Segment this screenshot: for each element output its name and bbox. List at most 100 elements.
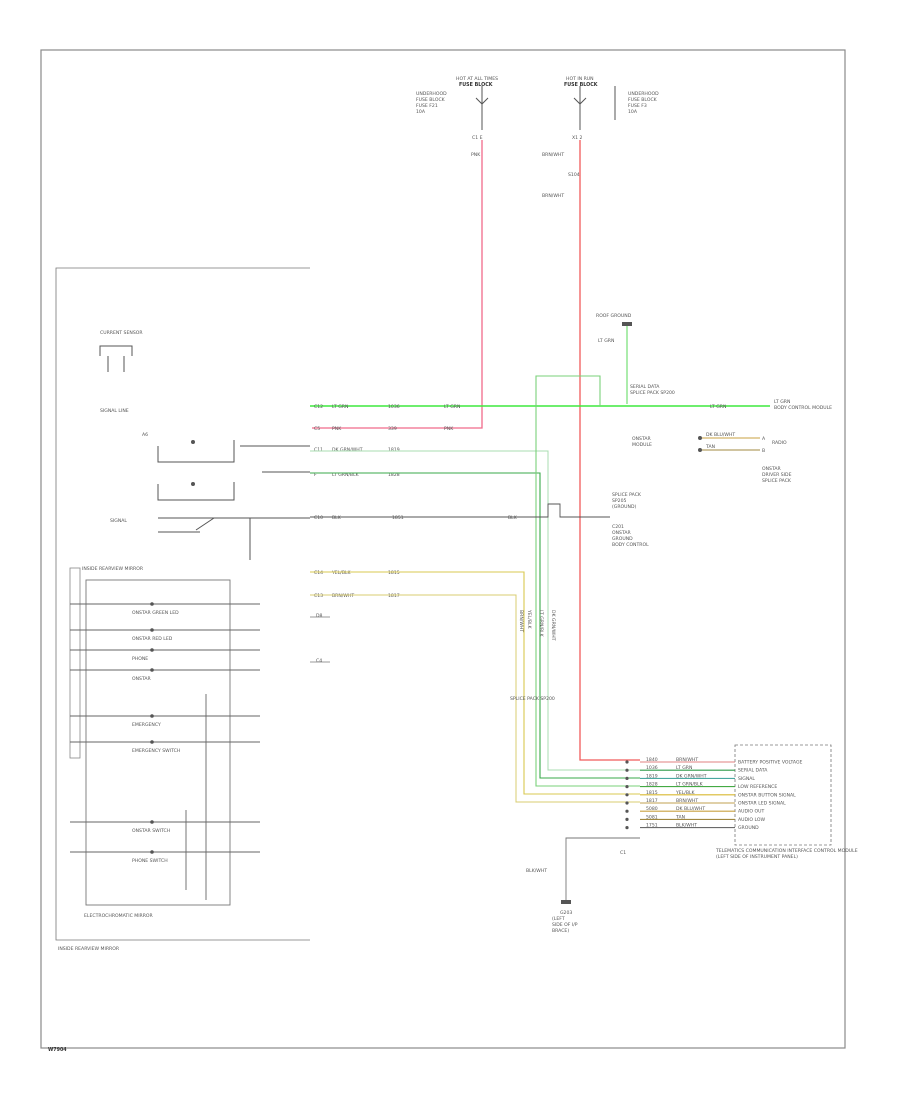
module-pin-num: 1828 <box>646 782 658 788</box>
module-pin-wire-label: DK GRN/WHT <box>676 773 707 779</box>
top-right-fuse-source: HOT IN RUN FUSE BLOCK UNDERHOOD FUSE BLO… <box>542 76 659 199</box>
radio-label: RADIO <box>772 440 787 446</box>
fuse2-wire-lower: BRN/WHT <box>542 193 564 199</box>
fuse-desc-2: FUSE BLOCK <box>416 97 446 103</box>
module-pin-label: BATTERY POSITIVE VOLTAGE <box>738 760 803 766</box>
diagram-id: W7904 <box>48 1047 67 1053</box>
module-pin-terminal-icon <box>625 776 629 781</box>
mirror-row-node-icon <box>150 714 154 718</box>
mirror-row-label: ONSTAR SWITCH <box>132 828 170 834</box>
fuse2-desc-3: FUSE F3 <box>628 103 647 109</box>
fuse-desc-1: UNDERHOOD <box>416 91 447 97</box>
mirror-row-node-icon <box>150 628 154 632</box>
radio-pin-a: A <box>762 436 766 442</box>
pin-a6: A6 <box>142 432 148 438</box>
fuse-block-label: FUSE BLOCK <box>459 82 493 88</box>
module-pin-terminal-icon <box>625 768 629 772</box>
sp-line5: GROUND <box>612 536 633 542</box>
frame-label: INSIDE REARVIEW MIRROR <box>58 946 120 952</box>
w2-color: PNK <box>332 426 342 432</box>
w3-color: DK GRN/WHT <box>332 447 363 453</box>
signal-node-1-icon <box>191 440 195 444</box>
fuse2-wire-upper: BRN/WHT <box>542 152 564 158</box>
module-pin-wire-label: TAN <box>675 814 685 820</box>
hot-at-all-times-label: HOT AT ALL TIMES <box>456 76 498 82</box>
mirror-row-node-icon <box>150 668 154 672</box>
radio-pin-a-icon <box>698 436 702 440</box>
w3-pin: C11 <box>314 447 323 453</box>
module-pin-terminal-icon <box>625 801 629 805</box>
radio-tag-1: ONSTAR <box>632 436 652 442</box>
signal-loop-1 <box>157 440 235 463</box>
telematics-module-name: TELEMATICS COMMUNICATION INTERFACE CONTR… <box>715 848 858 854</box>
module-pin-wire-label: BRN/WHT <box>676 798 698 804</box>
fuse-desc-4: 10A <box>416 109 426 115</box>
chassis-ground-icon <box>561 900 571 904</box>
module-pin-wire-label: BLK/WHT <box>676 823 697 829</box>
roof-ground-label: ROOF GROUND <box>596 313 632 319</box>
sp-line4: ONSTAR <box>612 530 632 536</box>
wire-labels: C12 LT GRN 1036 LT GRN LT GRN C5 PNK 339… <box>314 404 726 664</box>
signal-line-label: SIGNAL LINE <box>100 408 129 414</box>
mirror-row-label: EMERGENCY SWITCH <box>132 748 180 754</box>
wire-bundle <box>310 375 640 803</box>
red-run-wire <box>579 140 640 761</box>
radio-pin-b: B <box>762 448 765 454</box>
module-pin-wire-label: LT GRN <box>676 765 692 771</box>
bundle-labels: BRN/WHT YEL/BLK LT GRN/BLK DK GRN/WHT SP… <box>510 609 556 702</box>
data-link-splice: SPLICE PACK SP200 <box>630 390 675 396</box>
module-pin-terminal-icon <box>625 793 629 797</box>
wire-dkgrn-wht <box>310 450 640 771</box>
module-pin-terminal-icon <box>625 809 629 813</box>
sp-line2: SP205 <box>612 498 627 504</box>
mirror-footer: ELECTROCHROMATIC MIRROR <box>84 913 154 919</box>
radio-onstar-line2: SPLICE PACK <box>762 478 792 484</box>
module-pin-wire-label: DK BLU/WHT <box>676 806 705 812</box>
fuse2-symbol-icon <box>573 97 587 105</box>
w4-num: 1828 <box>388 472 400 478</box>
w1-color2: LT GRN <box>444 404 460 410</box>
ground-line3: BRACE) <box>552 928 569 934</box>
module-pin-terminal-icon <box>625 817 629 822</box>
bundle-label-2: YEL/BLK <box>526 609 532 630</box>
mirror-box <box>85 579 231 906</box>
module-pin-num: 1815 <box>646 790 658 796</box>
top-left-fuse-source: HOT AT ALL TIMES FUSE BLOCK UNDERHOOD FU… <box>416 76 498 158</box>
mirror-module: INSIDE REARVIEW MIRROR ELECTROCHROMATIC … <box>69 566 231 919</box>
sp-line6: BODY CONTROL <box>612 542 649 548</box>
w8-pin: D8 <box>316 613 323 619</box>
w7-color: BRN/WHT <box>332 593 354 599</box>
module-pin-num: 1751 <box>646 823 658 829</box>
module-pin-num: 5081 <box>646 814 658 820</box>
module-pin-num: 5080 <box>646 806 658 812</box>
switch-contact-icon <box>195 517 215 531</box>
mirror-row-node-icon <box>150 648 154 652</box>
mirror-side-rail <box>69 567 81 759</box>
wire-blk-signal <box>310 503 610 518</box>
radio-wire-a-label: DK BLU/WHT <box>706 432 735 438</box>
mirror-row-label: ONSTAR GREEN LED <box>132 610 179 616</box>
w1-num: 1036 <box>388 404 400 410</box>
fuse-block-label-2: FUSE BLOCK <box>564 82 598 88</box>
fuse2-splice: S104 <box>568 172 580 178</box>
fuse-symbol-icon <box>475 97 489 105</box>
module-pin-wire-label: BRN/WHT <box>676 757 698 763</box>
module-pin-label: ONSTAR BUTTON SIGNAL <box>738 792 796 798</box>
radio-wire-b-label: TAN <box>705 444 715 450</box>
w1-color: LT GRN <box>332 404 348 410</box>
module-pin-wire-label: YEL/BLK <box>675 790 696 796</box>
ground-ref: G203 <box>560 910 572 916</box>
module-pin-num: 1819 <box>646 773 658 779</box>
w7-pin: C13 <box>314 593 323 599</box>
w6-pin: C14 <box>314 570 323 576</box>
mirror-row-node-icon <box>150 740 154 744</box>
w6-color: YEL/BLK <box>331 570 352 576</box>
radio-onstar-line1: DRIVER SIDE <box>762 472 792 478</box>
pink-power-wire <box>312 140 483 429</box>
diagram-border <box>40 49 846 1049</box>
w3-num: 1819 <box>388 447 400 453</box>
module-pin-terminal-icon <box>625 785 629 789</box>
fuse2-desc-2: FUSE BLOCK <box>628 97 658 103</box>
mirror-row-label: PHONE SWITCH <box>132 858 168 864</box>
